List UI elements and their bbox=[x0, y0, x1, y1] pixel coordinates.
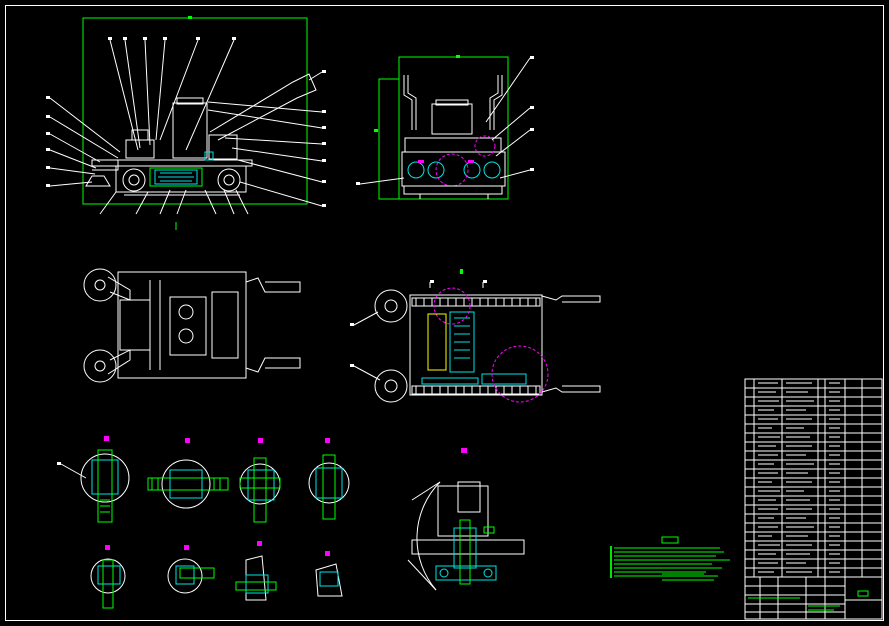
detail-d bbox=[308, 438, 350, 520]
detail-a bbox=[57, 436, 130, 523]
plan-view-left bbox=[83, 268, 301, 383]
section-details-row-2 bbox=[90, 541, 343, 609]
technical-notes bbox=[610, 536, 730, 581]
detail-h bbox=[315, 551, 343, 597]
detail-e bbox=[90, 545, 126, 609]
drawing-border bbox=[5, 5, 884, 621]
front-elevation bbox=[46, 16, 326, 230]
detail-g bbox=[235, 541, 277, 601]
detail-c bbox=[239, 438, 281, 523]
side-elevation bbox=[356, 55, 534, 200]
section-details-row-1 bbox=[57, 436, 350, 523]
title-block bbox=[744, 576, 883, 620]
enlarged-detail bbox=[407, 448, 525, 591]
detail-f bbox=[167, 545, 215, 594]
parts-list bbox=[744, 378, 883, 578]
detail-b bbox=[147, 438, 229, 509]
plan-view-right bbox=[350, 269, 601, 403]
